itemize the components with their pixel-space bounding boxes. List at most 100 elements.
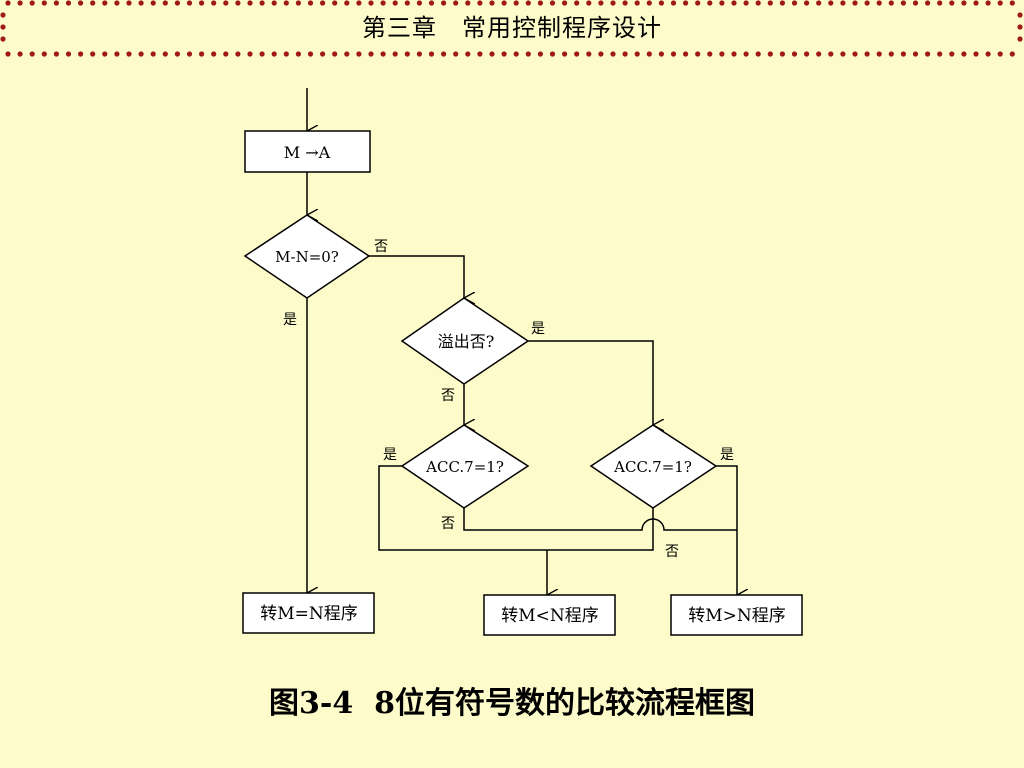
border-dot [997, 0, 1003, 6]
border-dot [332, 0, 338, 6]
border-dot [453, 0, 459, 6]
border-dot [973, 0, 979, 6]
border-dot [816, 0, 822, 6]
border-dot [211, 0, 217, 6]
end-label-lt: 转M<N程序 [501, 606, 599, 626]
border-dot [707, 0, 713, 6]
border-dot [973, 51, 979, 57]
border-dot [380, 51, 386, 57]
border-dot [574, 0, 580, 6]
border-dot [320, 51, 326, 57]
border-dot [65, 51, 72, 57]
decision-mn-zero: M-N=0? [243, 214, 371, 299]
border-dot [574, 51, 580, 57]
border-dot [247, 51, 253, 57]
border-dot [428, 0, 435, 6]
decision-label-overflow: 溢出否? [438, 332, 495, 351]
border-dot [235, 51, 241, 57]
border-dot [5, 51, 11, 57]
border-dot [356, 0, 362, 6]
border-dot [174, 0, 180, 6]
border-dot [876, 0, 882, 6]
decision-label-mn-zero: M-N=0? [275, 248, 339, 266]
page-title: 第三章 常用控制程序设计 [362, 14, 662, 42]
border-dot [997, 51, 1003, 57]
border-dot [29, 0, 35, 6]
border-dot [404, 0, 410, 6]
border-dot [961, 51, 967, 57]
border-dot [368, 51, 374, 57]
border-dot [271, 0, 277, 6]
border-dot [150, 51, 156, 57]
border-dot [477, 51, 483, 57]
border-dot [235, 0, 241, 6]
border-dot [223, 51, 229, 57]
border-dot [840, 0, 846, 6]
border-dot [888, 51, 894, 57]
border-dot [876, 51, 882, 57]
arrow-accr-yes [716, 465, 737, 595]
border-dot [719, 51, 725, 57]
figure-caption: 图3-4 8位有符号数的比较流程框图 [269, 686, 755, 721]
border-dot [428, 51, 435, 57]
border-dot [162, 51, 168, 57]
border-dot [114, 51, 120, 57]
process-label-m-to-a: M →A [284, 143, 331, 162]
border-dot [174, 51, 180, 57]
border-dot [223, 0, 229, 6]
border-dot [622, 51, 628, 57]
border-dot [29, 51, 35, 57]
border-dot [356, 51, 362, 57]
border-dot [912, 0, 919, 6]
border-dot [598, 0, 604, 6]
border-dot [1009, 51, 1015, 57]
border-dot [804, 51, 810, 57]
border-dot [586, 51, 592, 57]
border-dot [283, 0, 289, 6]
border-dot [17, 51, 23, 57]
border-dot [90, 51, 96, 57]
label-accr-no: 否 [665, 544, 679, 560]
end-label-gt: 转M>N程序 [688, 606, 786, 626]
border-dot [513, 51, 519, 57]
border-dot [5, 0, 11, 6]
end-label-eq: 转M=N程序 [260, 604, 358, 624]
border-dot [501, 0, 507, 6]
end-box-gt: 转M>N程序 [670, 594, 803, 636]
border-dot [307, 0, 314, 6]
border-dot [295, 51, 301, 57]
border-dot [562, 0, 568, 6]
border-dot [816, 51, 822, 57]
border-dot [804, 0, 810, 6]
border-dot [949, 51, 955, 57]
border-dot [658, 0, 665, 6]
border-dot [707, 51, 713, 57]
header-band [0, 0, 1023, 57]
border-dot [549, 0, 556, 6]
border-dot [670, 0, 677, 6]
border-dot [17, 0, 23, 6]
border-dot [779, 0, 786, 6]
border-dot [78, 0, 84, 6]
label-accr-yes: 是 [720, 447, 734, 463]
border-dot [670, 51, 677, 57]
border-dot [900, 51, 907, 57]
label-ovf-yes: 是 [531, 321, 545, 337]
border-dot [610, 51, 616, 57]
border-dot [731, 51, 737, 57]
label-ovf-no: 否 [441, 388, 455, 404]
border-dot [283, 51, 289, 57]
flowchart: M →A M-N=0? 否 是 溢出否? 是 否 ACC.7=1? 是 [242, 88, 803, 636]
border-dot [404, 51, 410, 57]
label-accl-no: 否 [441, 516, 455, 532]
border-dot [344, 0, 350, 6]
border-dot [102, 51, 108, 57]
border-dot [900, 0, 907, 6]
border-dot [162, 0, 168, 6]
decision-acc7-left: ACC.7=1? [400, 424, 530, 509]
border-dot [477, 0, 483, 6]
end-box-lt: 转M<N程序 [483, 594, 616, 636]
border-dot [622, 0, 628, 6]
border-dot [271, 51, 277, 57]
border-dot [513, 0, 519, 6]
